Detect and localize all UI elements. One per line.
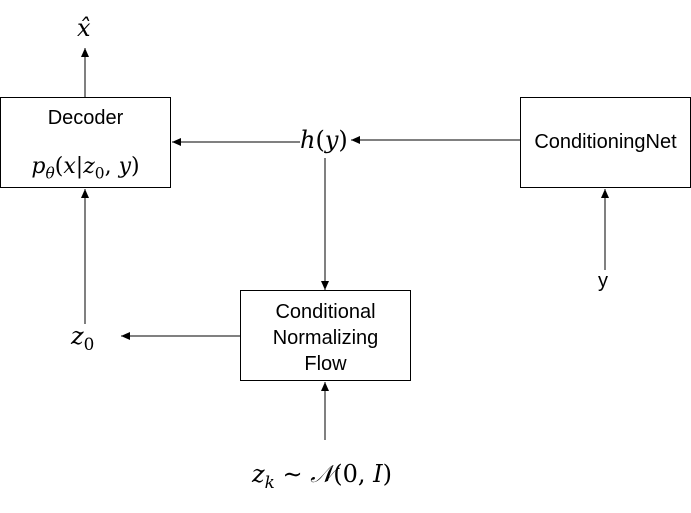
flow-title-line3: Flow [304, 353, 347, 375]
x-hat-label: x̂ [77, 14, 91, 42]
z0-label: z0 [71, 322, 95, 354]
flow-title-line1: Conditional [275, 301, 376, 323]
flow-box: Conditional Normalizing Flow [240, 290, 411, 381]
decoder-title: Decoder [47, 107, 124, 129]
decoder-formula: pθ(x|z0, y) [31, 154, 140, 183]
h-y-label: h(y) [300, 126, 348, 154]
conditioning-net-box: ConditioningNet [520, 97, 691, 188]
conditioning-net-title: ConditioningNet [534, 131, 677, 153]
y-label: y [598, 270, 608, 292]
decoder-box: Decoder pθ(x|z0, y) [0, 97, 171, 188]
flow-title: Conditional Normalizing Flow [241, 299, 410, 377]
zk-distribution-label: zk ∼ 𝒩(0, I) [252, 460, 392, 492]
flow-title-line2: Normalizing [272, 327, 379, 349]
